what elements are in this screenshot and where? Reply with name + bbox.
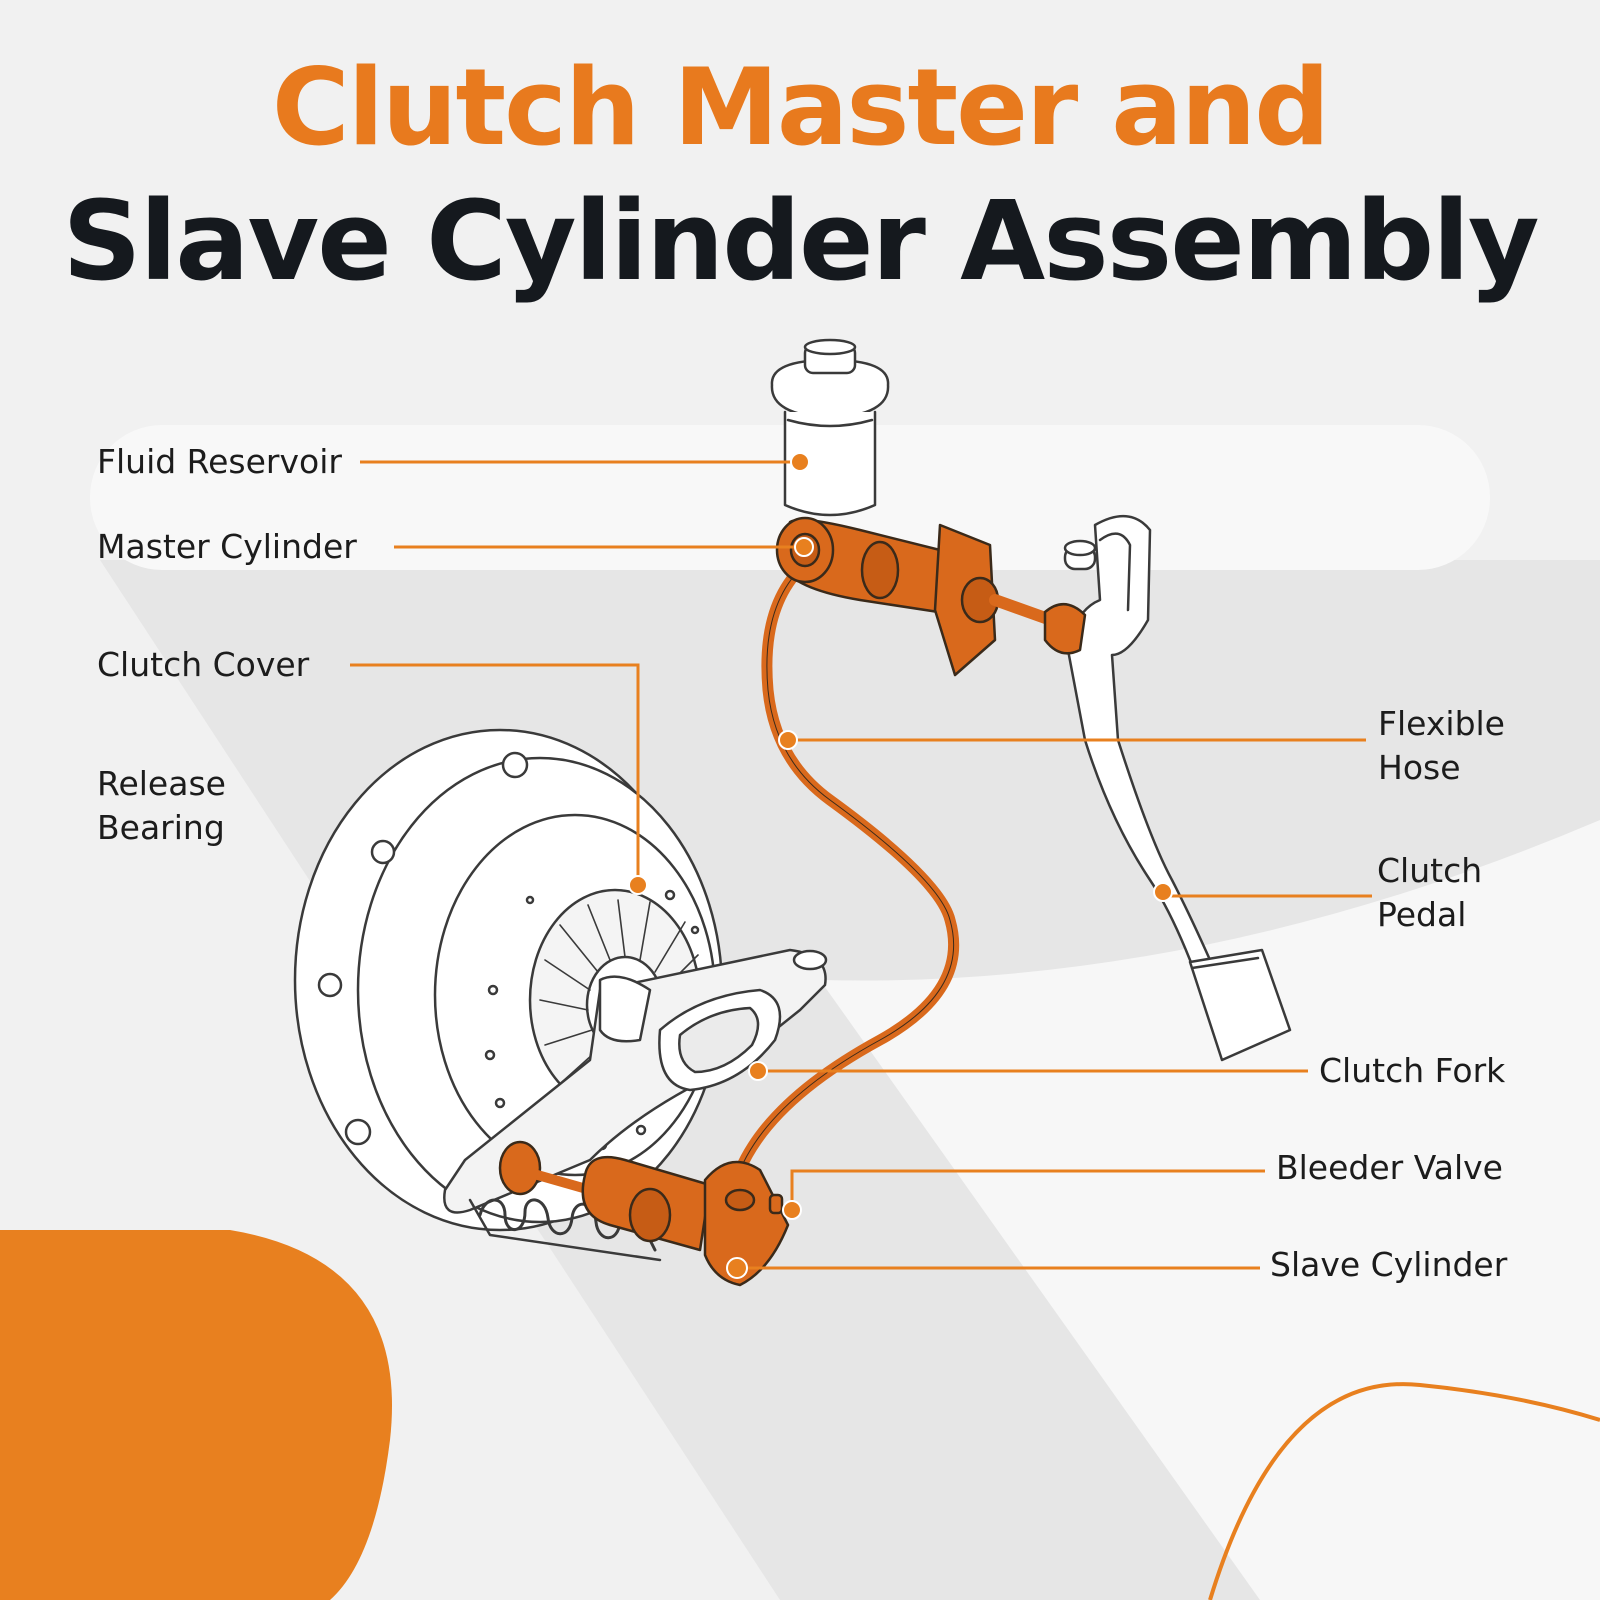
dot-fluid-reservoir — [790, 452, 810, 472]
dot-clutch-cover — [628, 875, 648, 895]
dot-clutch-fork — [748, 1061, 768, 1081]
master-cylinder-drawing — [775, 516, 1087, 677]
label-clutch-pedal-line-2: Pedal — [1377, 895, 1467, 934]
orange-blob-shape — [0, 1230, 392, 1600]
label-bleeder-valve: Bleeder Valve — [1276, 1148, 1503, 1187]
label-clutch-fork: Clutch Fork — [1319, 1051, 1506, 1090]
label-release-bearing-line-1: Release — [97, 764, 226, 803]
label-flexible-hose-line-1: Flexible — [1378, 704, 1505, 743]
flexible-hose-outline — [739, 559, 955, 1171]
leader-dots — [628, 452, 1173, 1279]
label-release-bearing: Release Bearing — [97, 762, 226, 850]
label-clutch-pedal-line-1: Clutch — [1377, 851, 1483, 890]
leader-lines — [350, 460, 1372, 1270]
dot-master-cylinder — [794, 537, 814, 557]
label-master-cylinder: Master Cylinder — [97, 527, 357, 566]
dot-bleeder-valve — [782, 1200, 802, 1220]
fluid-reservoir-drawing — [770, 338, 890, 517]
dot-slave-cylinder — [726, 1257, 748, 1279]
label-clutch-cover: Clutch Cover — [97, 645, 310, 684]
slave-cylinder-drawing — [498, 1140, 790, 1287]
leader-bleeder-valve — [790, 1169, 1265, 1210]
background-curve-panel — [820, 820, 1600, 1600]
label-slave-cylinder: Slave Cylinder — [1270, 1245, 1508, 1284]
clutch-fork-drawing — [443, 948, 828, 1214]
dot-clutch-pedal — [1153, 882, 1173, 902]
orange-curve-line — [1208, 1382, 1600, 1600]
label-fluid-reservoir: Fluid Reservoir — [97, 442, 342, 481]
leader-clutch-cover — [350, 663, 640, 883]
label-flexible-hose-line-2: Hose — [1378, 748, 1461, 787]
title-line-2: Slave Cylinder Assembly — [62, 177, 1539, 305]
clutch-pedal-drawing — [1063, 514, 1292, 1062]
label-clutch-pedal: Clutch Pedal — [1377, 849, 1482, 937]
flexible-hose-drawing — [734, 554, 960, 1176]
title-line-1: Clutch Master and — [271, 46, 1330, 169]
label-flexible-hose: Flexible Hose — [1378, 702, 1505, 790]
label-release-bearing-line-2: Bearing — [97, 808, 225, 847]
dot-flexible-hose — [778, 730, 798, 750]
